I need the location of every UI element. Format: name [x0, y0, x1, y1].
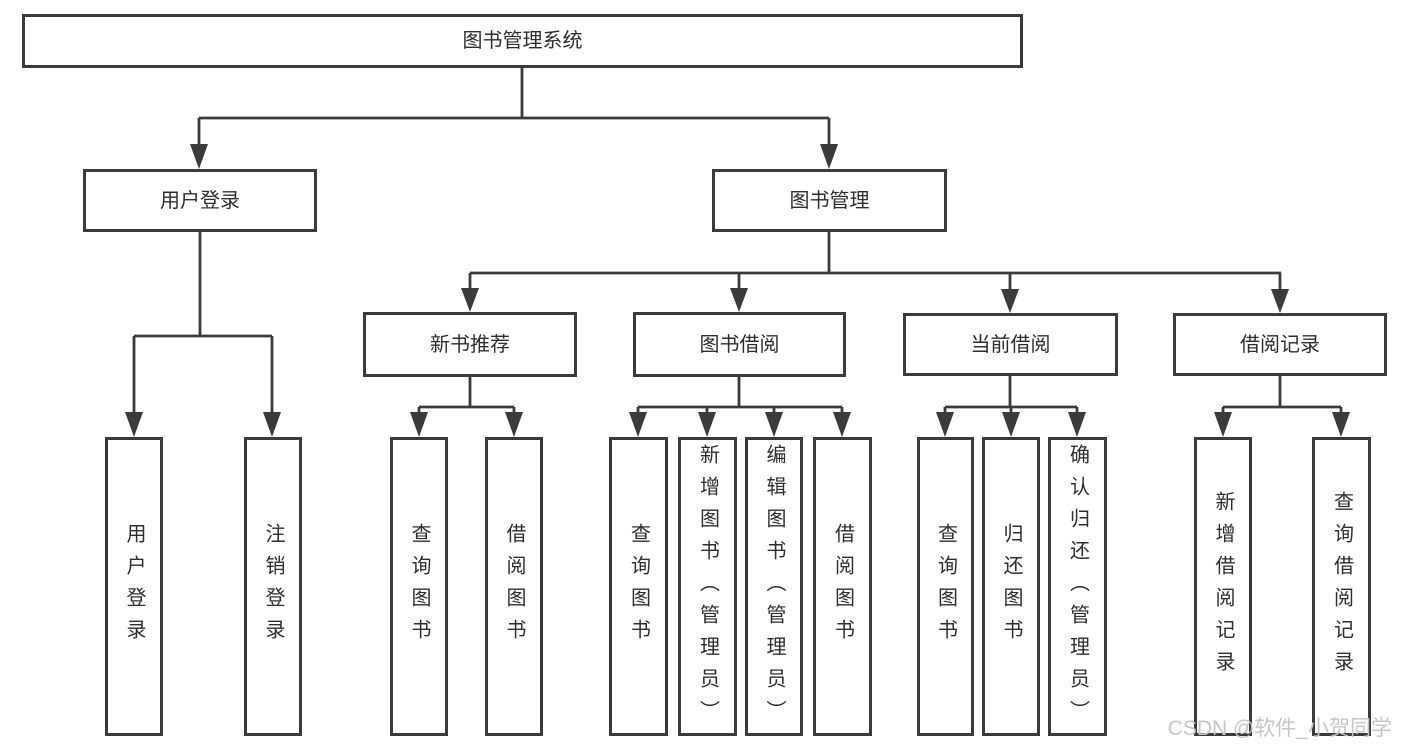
arrow-head [190, 144, 208, 169]
node-label: 用户登录 [123, 522, 145, 651]
node-label: 编辑图书（管理员） [763, 444, 785, 732]
node-book-borrowing: 图书借阅 [633, 312, 846, 377]
node-library-management-system: 图书管理系统 [22, 14, 1023, 68]
node-leaf-query-borrow-record: 查询借阅记录 [1312, 437, 1371, 736]
node-leaf-query-books-current: 查询图书 [917, 437, 974, 736]
arrow-head [833, 412, 851, 437]
node-label: 借阅图书 [503, 522, 525, 651]
arrow-head [730, 288, 748, 312]
arrow-head [1214, 412, 1232, 437]
arrow-head [820, 144, 838, 169]
arrow-head [125, 412, 143, 437]
arrow-head [263, 412, 281, 437]
node-new-book-recommendation: 新书推荐 [363, 312, 577, 377]
node-label: 当前借阅 [970, 333, 1051, 356]
node-label: 确认归还（管理员） [1066, 444, 1089, 732]
node-label: 查询借阅记录 [1330, 490, 1353, 683]
node-label: 查询图书 [627, 522, 650, 651]
node-label: 归还图书 [1000, 522, 1022, 651]
arrow-head [461, 288, 479, 312]
node-book-management: 图书管理 [712, 169, 947, 232]
node-leaf-add-books-admin: 新增图书（管理员） [678, 437, 737, 736]
node-current-borrowing: 当前借阅 [903, 313, 1118, 376]
arrow-head [505, 412, 523, 437]
node-label: 查询图书 [934, 522, 957, 651]
node-leaf-confirm-return-admin: 确认归还（管理员） [1048, 437, 1107, 736]
arrow-head [1002, 412, 1020, 437]
arrow-head [936, 412, 954, 437]
node-label: 新书推荐 [430, 333, 510, 356]
arrow-head [1332, 412, 1350, 437]
node-label: 新增借阅记录 [1212, 490, 1234, 683]
node-label: 图书管理系统 [462, 30, 583, 52]
arrow-head [765, 412, 783, 437]
arrow-head [1001, 289, 1019, 313]
csdn-watermark: CSDN @软件_小贺同学 [1167, 717, 1392, 740]
node-leaf-borrow-books: 借阅图书 [813, 437, 872, 736]
arrow-head [698, 412, 716, 437]
arrow-head [1271, 289, 1289, 313]
node-label: 图书管理 [789, 189, 870, 212]
node-leaf-edit-books-admin: 编辑图书（管理员） [745, 437, 803, 736]
node-leaf-logout: 注销登录 [244, 437, 302, 736]
node-label: 用户登录 [160, 189, 240, 212]
node-leaf-add-borrow-record: 新增借阅记录 [1194, 437, 1252, 736]
arrow-head [1068, 412, 1086, 437]
arrow-head [410, 412, 428, 437]
node-label: 查询图书 [408, 522, 430, 651]
node-label: 借阅记录 [1240, 333, 1320, 356]
node-leaf-user-login: 用户登录 [105, 437, 163, 736]
node-leaf-query-books-recommend: 查询图书 [390, 437, 448, 736]
arrow-head [629, 412, 647, 437]
node-borrowing-records: 借阅记录 [1173, 313, 1387, 376]
node-label: 新增图书（管理员） [696, 444, 719, 732]
node-leaf-query-books-borrowing: 查询图书 [609, 437, 668, 736]
node-user-login: 用户登录 [83, 169, 317, 232]
node-label: 借阅图书 [831, 522, 854, 651]
node-label: 注销登录 [262, 522, 284, 651]
node-leaf-return-books: 归还图书 [982, 437, 1040, 736]
node-label: 图书借阅 [699, 333, 780, 356]
node-leaf-borrow-books-recommend: 借阅图书 [485, 437, 543, 736]
